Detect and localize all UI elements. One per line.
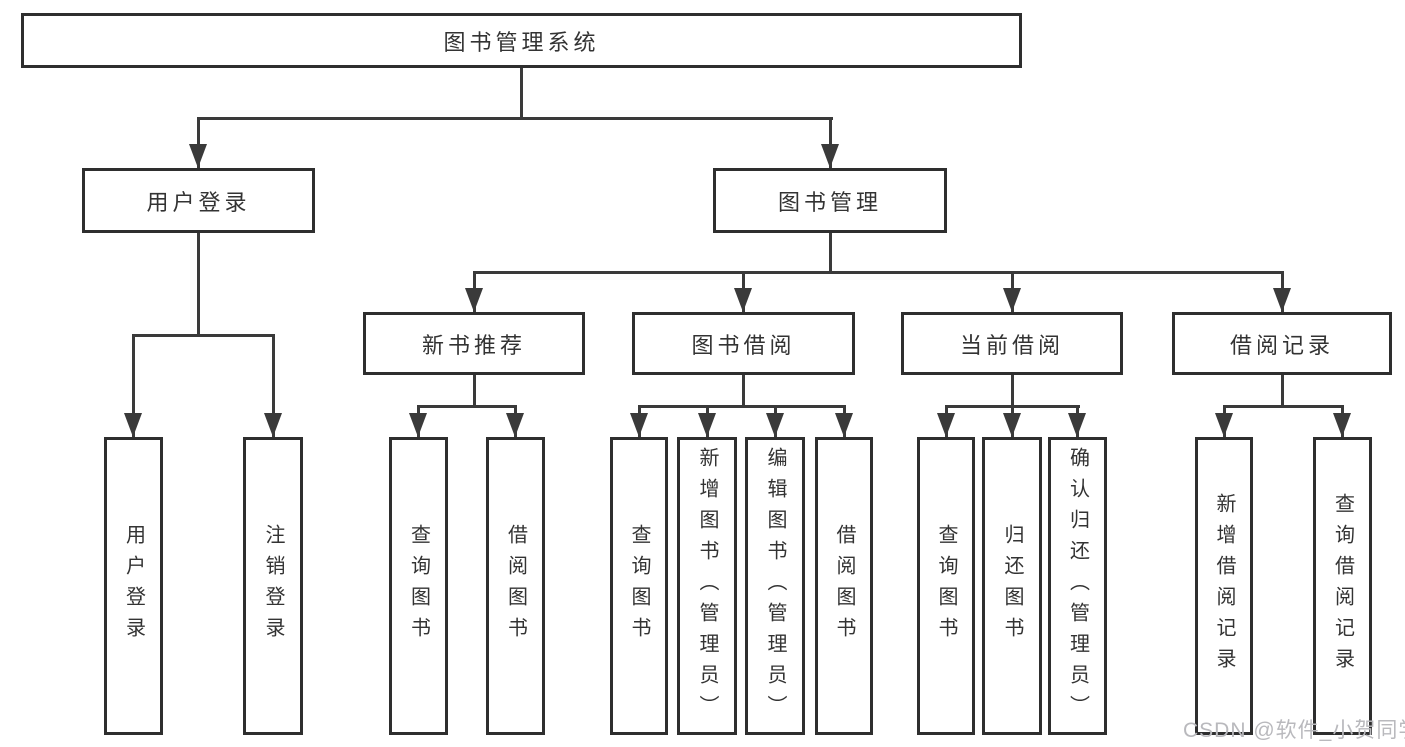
node-label: 确认归还（管理员） [1066, 446, 1089, 726]
node-label: 用户登录 [122, 524, 145, 648]
connector-line [1280, 375, 1284, 406]
connector-line [828, 233, 832, 272]
leaf-query-books-2: 查询图书 [610, 437, 668, 735]
node-book-borrow: 图书借阅 [632, 312, 855, 375]
connector-line [271, 334, 275, 437]
arrow-down-icon [1273, 288, 1291, 312]
connector-line [472, 270, 1284, 274]
arrow-down-icon [506, 413, 524, 437]
leaf-add-borrow-record: 新增借阅记录 [1195, 437, 1253, 735]
node-label: 借阅记录 [1229, 332, 1334, 358]
arrow-down-icon [409, 413, 427, 437]
node-label: 编辑图书（管理员） [764, 446, 786, 726]
arrow-down-icon [937, 413, 955, 437]
node-label: 归还图书 [1001, 524, 1023, 648]
connector-line [131, 333, 275, 337]
connector-line [519, 68, 523, 118]
arrow-down-icon [1068, 413, 1086, 437]
arrow-down-icon [264, 413, 282, 437]
connector-line [1222, 404, 1344, 408]
leaf-confirm-return-admin: 确认归还（管理员） [1048, 437, 1107, 735]
node-label: 查询图书 [407, 524, 430, 648]
leaf-query-books-3: 查询图书 [917, 437, 975, 735]
connector-line [741, 375, 745, 406]
watermark: CSDN @软件_小贺同学 [1183, 719, 1405, 742]
node-root: 图书管理系统 [21, 13, 1022, 68]
leaf-query-borrow-record: 查询借阅记录 [1313, 437, 1372, 735]
leaf-return-books: 归还图书 [982, 437, 1042, 735]
arrow-down-icon [124, 413, 142, 437]
connector-line [472, 375, 476, 406]
arrow-down-icon [1215, 413, 1233, 437]
leaf-user-login: 用户登录 [104, 437, 163, 735]
arrow-down-icon [698, 413, 716, 437]
arrow-down-icon [465, 288, 483, 312]
leaf-borrow-books-1: 借阅图书 [486, 437, 545, 735]
arrow-down-icon [189, 144, 207, 168]
arrow-down-icon [734, 288, 752, 312]
leaf-query-books-1: 查询图书 [389, 437, 448, 735]
connector-line [637, 404, 846, 408]
node-label: 新书推荐 [421, 332, 526, 358]
node-label: 当前借阅 [959, 332, 1064, 358]
node-label: 新增图书（管理员） [696, 446, 718, 726]
node-label: 用户登录 [146, 189, 251, 215]
node-label: 图书管理 [777, 189, 882, 215]
leaf-borrow-books-2: 借阅图书 [815, 437, 873, 735]
arrow-down-icon [1003, 288, 1021, 312]
connector-line [828, 117, 832, 168]
connector-line [1010, 375, 1014, 406]
leaf-edit-books-admin: 编辑图书（管理员） [745, 437, 805, 735]
connector-line [196, 233, 200, 335]
node-label: 借阅图书 [833, 524, 855, 648]
leaf-add-books-admin: 新增图书（管理员） [677, 437, 737, 735]
arrow-down-icon [630, 413, 648, 437]
node-borrow-records: 借阅记录 [1172, 312, 1392, 375]
connector-line [196, 117, 200, 168]
arrow-down-icon [1003, 413, 1021, 437]
arrow-down-icon [835, 413, 853, 437]
node-label: 查询图书 [628, 524, 650, 648]
node-new-book-recommend: 新书推荐 [363, 312, 585, 375]
node-label: 查询图书 [935, 524, 957, 648]
connector-line [131, 334, 135, 437]
arrow-down-icon [766, 413, 784, 437]
node-label: 借阅图书 [504, 524, 527, 648]
node-label: 查询借阅记录 [1331, 493, 1354, 679]
node-user-login: 用户登录 [82, 168, 315, 233]
node-book-management: 图书管理 [713, 168, 947, 233]
node-label: 图书管理系统 [443, 29, 600, 55]
arrow-down-icon [1333, 413, 1351, 437]
connector-line [196, 116, 833, 120]
node-label: 注销登录 [262, 524, 284, 648]
leaf-logout: 注销登录 [243, 437, 303, 735]
node-current-borrow: 当前借阅 [901, 312, 1123, 375]
node-label: 新增借阅记录 [1213, 493, 1235, 679]
arrow-down-icon [821, 144, 839, 168]
connector-line [416, 404, 517, 408]
node-label: 图书借阅 [691, 332, 796, 358]
